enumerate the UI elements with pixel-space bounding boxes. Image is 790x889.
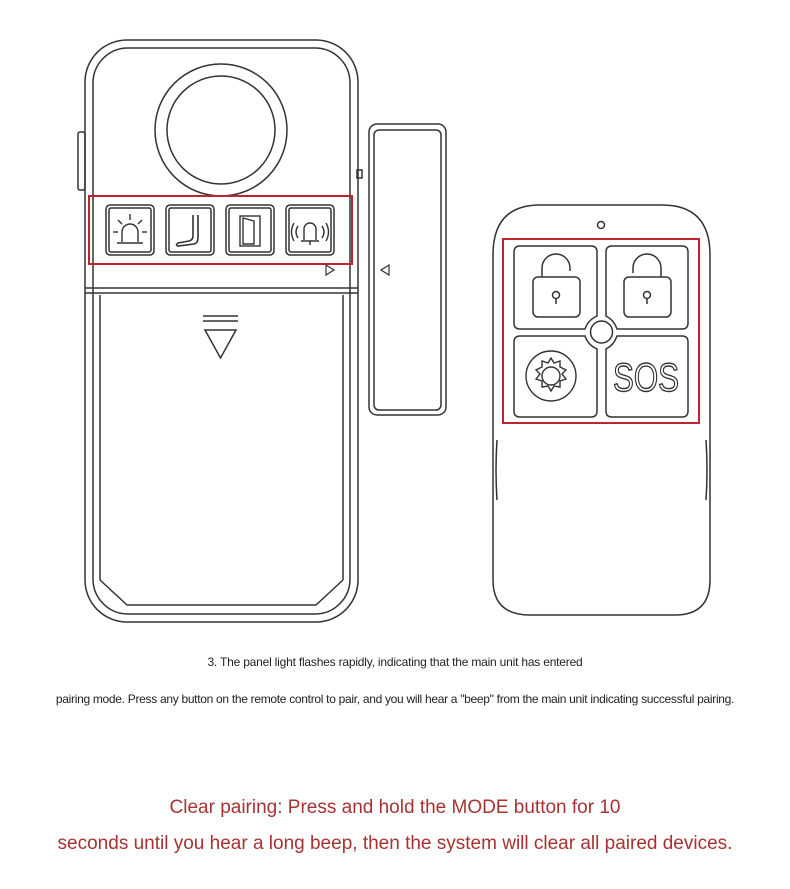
foot-icon: [175, 215, 199, 247]
door-sensor: [368, 123, 447, 416]
arrow-left-icon: [379, 263, 390, 277]
remote-buttons: [513, 245, 689, 418]
gear-icon: [525, 350, 577, 402]
clear-pairing-line-1: Clear pairing: Press and hold the MODE b…: [169, 797, 621, 818]
unlock-icon: [623, 253, 672, 318]
arrow-right-icon: [325, 263, 336, 277]
product-illustration: SOS: [77, 39, 711, 623]
step-instruction-line-2: pairing mode. Press any button on the re…: [55, 692, 735, 706]
main-alarm-unit: [77, 39, 363, 623]
main-buttons-highlight: [88, 195, 353, 265]
step-instruction-line-1: 3. The panel light flashes rapidly, indi…: [207, 655, 583, 669]
sos-label: SOS: [613, 356, 679, 400]
unlock-icon: [532, 253, 581, 318]
remote-buttons-highlight: [502, 238, 700, 424]
clear-pairing-line-2: seconds until you hear a long beep, then…: [57, 833, 733, 854]
main-unit-buttons: [105, 204, 335, 256]
remote-control: [492, 204, 711, 616]
speaker-grille: [154, 63, 288, 197]
siren-icon: [113, 214, 147, 244]
bell-icon: [290, 222, 330, 245]
arrow-down-icon: [203, 315, 238, 360]
door-icon: [239, 215, 261, 247]
